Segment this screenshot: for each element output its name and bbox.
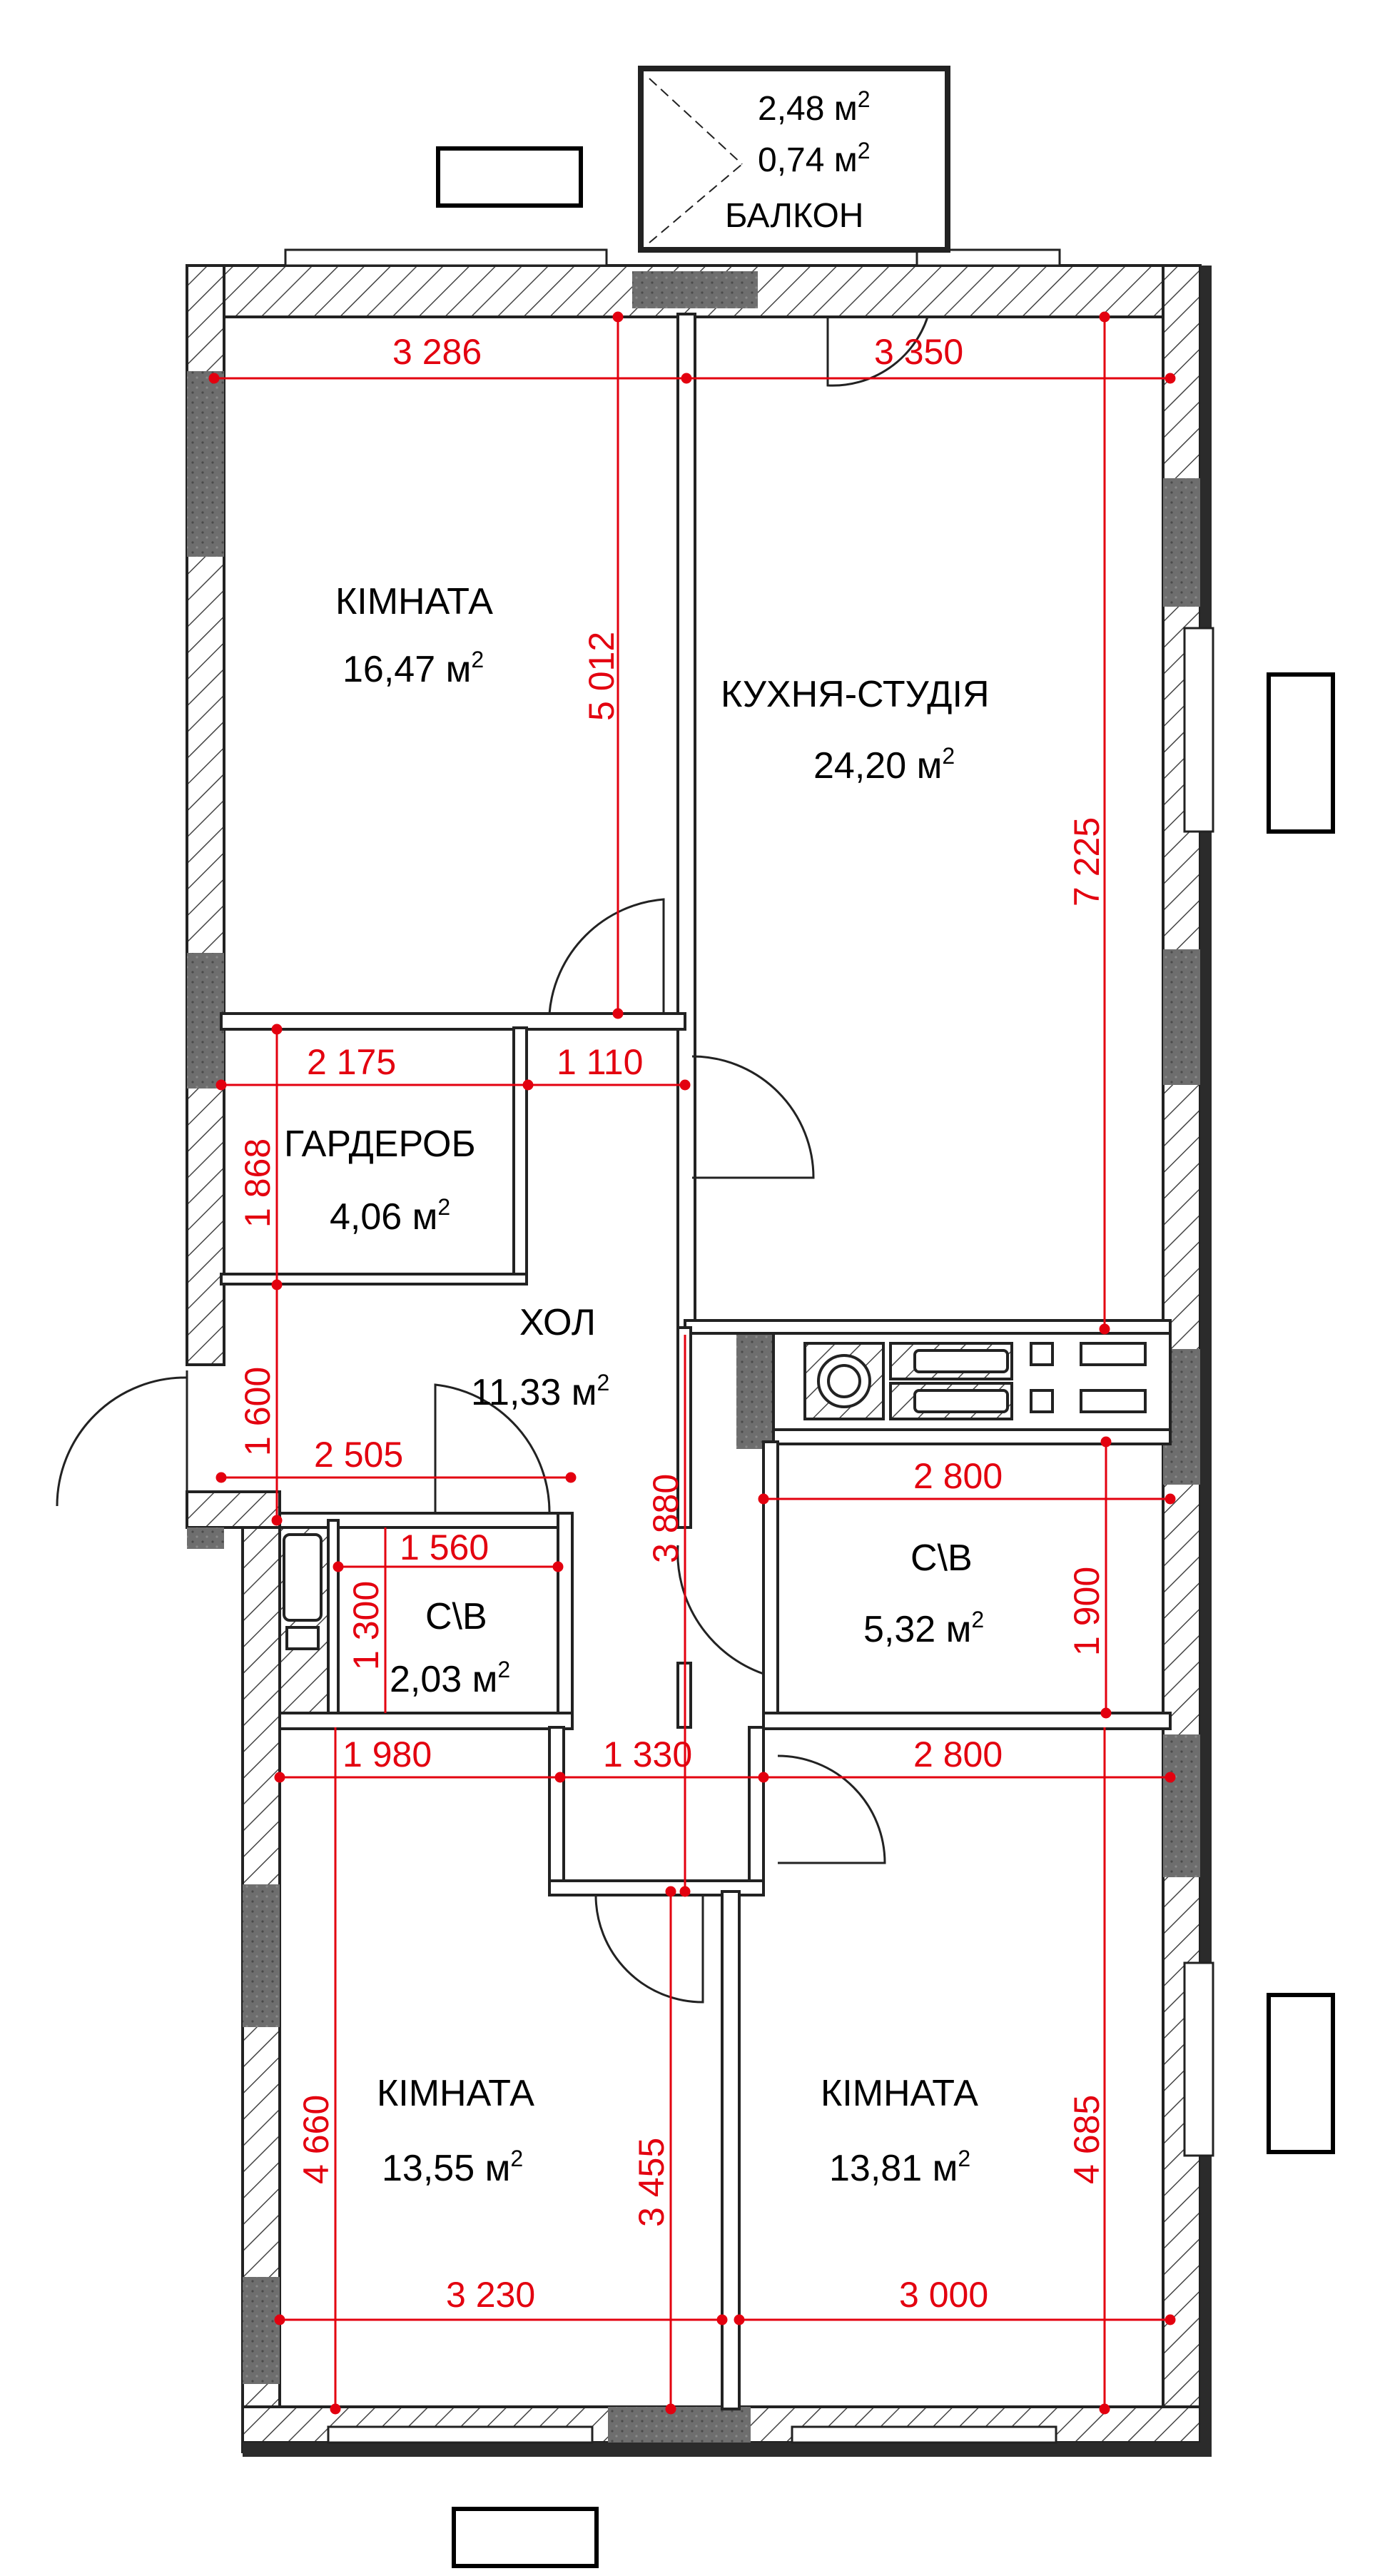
dim-7225: 7 225 [1067,817,1107,906]
dim-1900: 1 900 [1067,1567,1107,1656]
dim-1560: 1 560 [400,1527,489,1567]
balcony-label: БАЛКОН [725,197,863,235]
room2-area: 13,55 м2 [382,2146,523,2189]
dim-3880: 3 880 [646,1474,686,1563]
ac-units [436,146,1335,2568]
room3-name: КІМНАТА [821,2073,978,2114]
balcony-area-1: 2,48 м2 [758,86,871,128]
dim-2505: 2 505 [314,1435,403,1475]
bath-big-area: 5,32 м2 [863,1607,984,1650]
windows [284,248,1214,2444]
bathtub-icon [278,1526,330,1714]
interior-walls [220,313,1172,2410]
dim-2175: 2 175 [307,1042,396,1082]
dim-1600: 1 600 [238,1367,278,1456]
dim-2800a: 2 800 [913,1456,1003,1496]
dim-1980: 1 980 [343,1734,432,1774]
dim-1300: 1 300 [346,1581,386,1670]
dim-3286: 3 286 [392,332,482,372]
bath-small-name: С\В [425,1596,487,1637]
dim-4660: 4 660 [296,2095,336,2184]
dim-2800b: 2 800 [913,1734,1003,1774]
dim-3000: 3 000 [899,2275,988,2315]
dim-1330: 1 330 [603,1734,692,1774]
dim-3230: 3 230 [446,2275,535,2315]
kitchen-area: 24,20 м2 [813,743,955,787]
wardrobe-name: ГАРДЕРОБ [284,1123,476,1165]
dim-4685: 4 685 [1067,2095,1107,2184]
dim-1868: 1 868 [238,1138,278,1228]
kitchen-name: КУХНЯ-СТУДІЯ [721,674,990,715]
dim-5012: 5 012 [582,632,621,721]
dimension-labels: 3 286 3 350 5 012 7 225 2 175 1 110 1 86… [238,332,1107,2315]
dim-3455: 3 455 [631,2138,671,2227]
hall-area: 11,33 м2 [471,1370,609,1413]
ventilation-shafts [803,1342,1147,1420]
balcony-area-2: 0,74 м2 [758,138,871,179]
balcony: 2,48 м2 0,74 м2 БАЛКОН [638,66,950,253]
wardrobe-area: 4,06 м2 [330,1194,450,1238]
dim-1110: 1 110 [557,1042,643,1082]
bath-big-name: С\В [910,1537,973,1579]
doors [56,316,929,2004]
room3-area: 13,81 м2 [829,2146,970,2189]
bath-small-area: 2,03 м2 [390,1657,510,1700]
room-labels: КІМНАТА 16,47 м2 КУХНЯ-СТУДІЯ 24,20 м2 Г… [284,581,990,2189]
dim-3350: 3 350 [874,332,963,372]
hall-name: ХОЛ [519,1302,596,1343]
room2-name: КІМНАТА [377,2073,534,2114]
room1-area: 16,47 м2 [343,647,484,690]
room1-name: КІМНАТА [335,581,493,622]
dimension-lines [208,311,1176,2415]
